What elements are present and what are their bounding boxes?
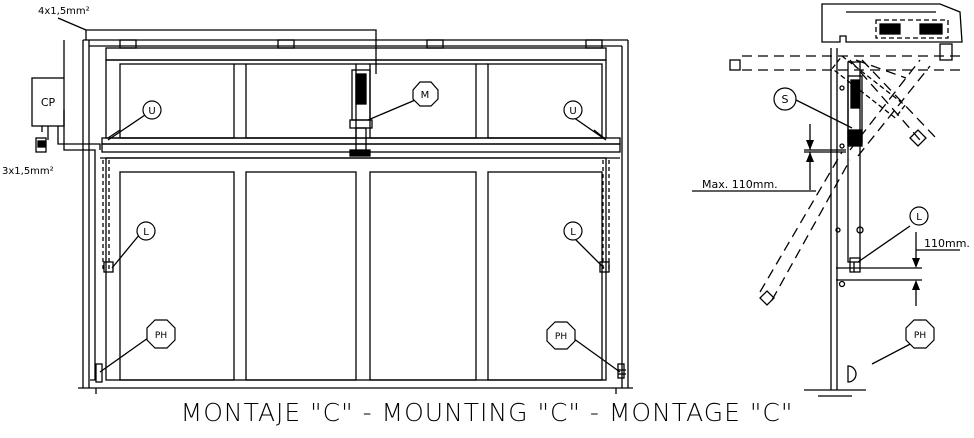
photocell-label-side: PH	[914, 331, 926, 341]
lower-arm-label-left: L	[143, 227, 149, 238]
lower-arm-label-side: L	[916, 212, 922, 223]
lower-arm-callout-left	[136, 221, 156, 241]
lower-door-panel	[105, 157, 607, 381]
lower-arm-callout-side	[909, 206, 929, 226]
photocell-label-right: PH	[555, 332, 567, 342]
mounting-caption: MONTAJE "C" - MOUNTING "C" - MONTAGE "C"	[180, 398, 794, 427]
upper-arm-callout-left	[142, 100, 162, 120]
dimension-110-label: 110mm.	[924, 237, 970, 250]
photocell-callout-right	[546, 321, 576, 350]
cable-bottom-label: 3x1,5mm²	[2, 166, 54, 177]
motor-label: M	[421, 90, 430, 101]
motor-callout	[412, 81, 439, 107]
photocell-callout-left	[146, 319, 176, 349]
photocell-label-left: PH	[155, 331, 167, 341]
photocell-callout-side	[905, 319, 935, 349]
cable-top-label: 4x1,5mm²	[38, 6, 90, 17]
s-label: S	[782, 93, 789, 106]
max-dimension-label: Max. 110mm.	[702, 178, 778, 191]
dimension-arrows	[806, 140, 920, 290]
leader-lines	[99, 97, 621, 373]
lower-arm-callout-right	[563, 221, 583, 241]
photocell-posts	[95, 363, 626, 383]
door-frame	[78, 39, 633, 394]
upper-arm-label-right: U	[569, 106, 576, 117]
top-rail	[105, 39, 607, 61]
motor-body	[85, 29, 377, 157]
s-callout	[773, 87, 797, 111]
lower-arm-label-right: L	[570, 227, 576, 238]
control-panel-label: CP	[41, 96, 56, 109]
upper-arm-label-left: U	[148, 106, 155, 117]
control-panel-box	[31, 17, 101, 381]
upper-arm-callout-right	[563, 100, 583, 120]
